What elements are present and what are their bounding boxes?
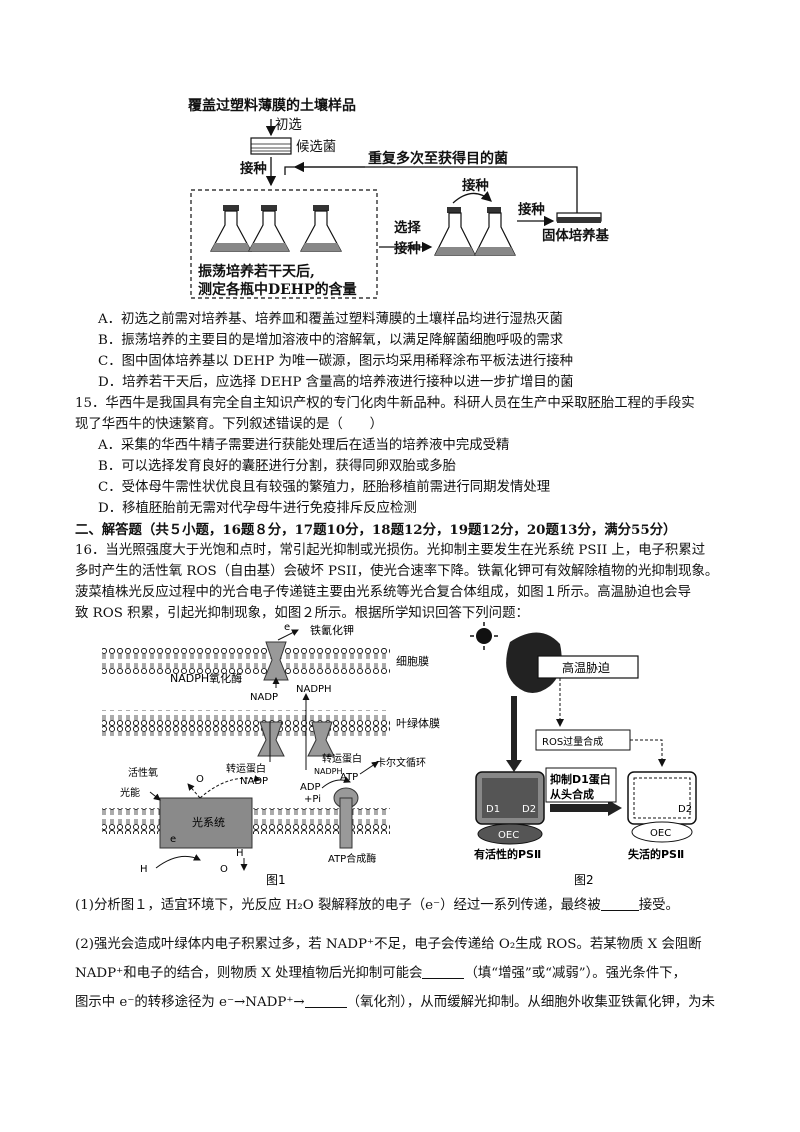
cell-membrane-layer: [102, 648, 390, 674]
atp-synthase-label: ATP合成酶: [328, 852, 376, 865]
h2o-label: H: [140, 864, 148, 875]
sun-icon: [470, 622, 498, 650]
candidate-label: 候选菌: [296, 140, 337, 155]
solid-plate-icon: [556, 212, 602, 223]
d2-label-active: D2: [522, 804, 536, 815]
d1-label: D1: [486, 804, 500, 815]
inoculate-label-4: 接种: [394, 241, 421, 257]
section-heading: 二、解答题（共５小题，16题８分，17题10分，18题12分，19题12分，20…: [75, 522, 677, 538]
calvin-cycle-label: 卡尔文循环: [376, 756, 426, 769]
cell-membrane-label: 细胞膜: [396, 655, 429, 668]
heat-stress-label: 高温胁迫: [562, 660, 610, 675]
repeat-label: 重复多次至获得目的菌: [368, 151, 508, 167]
atp-label: ATP: [340, 772, 358, 783]
d2-label-inactive: D2: [678, 804, 692, 815]
o2-bottom-label: O: [220, 864, 228, 875]
soil-sample-label: 覆盖过塑料薄膜的土壤样品: [188, 98, 356, 114]
figure-2-caption: 图2: [574, 873, 594, 887]
flask-icon: [247, 205, 291, 252]
active-psii-icon: [475, 771, 545, 845]
answer-blank[interactable]: [600, 898, 639, 911]
q14-option-c: C．图中固体培养基以 DEHP 为唯一碳源，图示均采用稀释涂布平板法进行接种: [98, 354, 574, 369]
photosystem-box: [159, 797, 253, 849]
ferricyanide-label: 铁氰化钾: [310, 623, 354, 637]
ros-overproduction-label: ROS过量合成: [542, 735, 603, 748]
chloroplast-membrane-outer: [102, 710, 390, 736]
nadp-plus-label: NADP: [250, 692, 278, 703]
nadp-plus-2-label: NADP: [240, 776, 268, 787]
figure-1-svg: e 铁氰化钾 细胞膜 NADPH氧化酶 NADP NADPH 叶绿体膜 转运蛋白…: [102, 622, 440, 887]
ros-label: 活性氧: [128, 766, 158, 779]
q16-1-question: (1)分析图１，适宜环境下，光反应 H₂O 裂解释放的电子（e⁻）经过一系列传递…: [75, 898, 679, 913]
select-label: 选择: [394, 220, 421, 236]
figure-1-caption: 图1: [266, 873, 286, 887]
transporter-right-label: 转运蛋白: [322, 752, 362, 765]
inoculate-label-2: 接种: [462, 178, 489, 194]
pi-label: +Pi: [304, 794, 321, 805]
q15-option-d: D．移植胚胎前无需对代孕母牛进行免疫排斥反应检测: [98, 501, 417, 516]
candidate-dish-icon: [250, 137, 292, 155]
figure-1: e 铁氰化钾 细胞膜 NADPH氧化酶 NADP NADPH 叶绿体膜 转运蛋白…: [100, 622, 460, 890]
shake-label-2: 测定各瓶中DEHP的含量: [198, 282, 357, 298]
inoculate-label-3: 接种: [518, 202, 545, 218]
q16-stem-1: 16．当光照强度大于光饱和点时，常引起光抑制或光损伤。光抑制主要发生在光系统 P…: [75, 543, 706, 558]
active-psii-label: 有活性的PSⅡ: [474, 847, 541, 861]
figure-2: 高温胁迫 ROS过量合成 抑制D1蛋白 从头合成 D1 D2 D2 OEC OE…: [470, 622, 710, 890]
transporter-protein-left: [257, 721, 285, 757]
inhibit-label-1: 抑制D1蛋白: [550, 772, 611, 786]
q16-stem-2: 多时产生的活性氧 ROS（自由基）会破坏 PSII，使光合速率下降。铁氰化钾可有…: [75, 564, 719, 579]
q15-option-c: C．受体母牛需性状优良且有较强的繁殖力，胚胎移植前需进行同期发情处理: [98, 480, 551, 495]
answer-blank[interactable]: [422, 966, 465, 979]
oec-label-active: OEC: [498, 830, 519, 841]
q16-2-line-2: NADP⁺和电子的结合，则物质 X 处理植物后光抑制可能会（填“增强”或“减弱”…: [75, 966, 686, 981]
flask-icon: [434, 207, 476, 256]
figure-2-svg: 高温胁迫 ROS过量合成 抑制D1蛋白 从头合成 D1 D2 D2 OEC OE…: [470, 622, 697, 887]
shake-label-1: 振荡培养若干天后,: [198, 264, 315, 280]
dehp-flow-diagram: [185, 95, 605, 305]
q16-stem-3: 菠菜植株光反应过程中的光合电子传递链主要由光系统等光合复合体组成，如图１所示。高…: [75, 585, 691, 600]
flask-icon: [474, 207, 516, 256]
solid-medium-label: 固体培养基: [542, 228, 609, 244]
inhibit-label-2: 从头合成: [550, 787, 594, 801]
nadph-small-label: NADPH: [314, 767, 342, 776]
chloroplast-membrane-label: 叶绿体膜: [396, 716, 440, 730]
transporter-left-label: 转运蛋白: [226, 762, 266, 775]
q15-stem-1: 15．华西牛是我国具有完全自主知识产权的专门化肉牛新品种。科研人员在生产中采取胚…: [75, 396, 695, 411]
atp-synthase: [333, 787, 359, 849]
light-energy-label: 光能: [120, 786, 140, 799]
q15-option-a: A．采集的华西牛精子需要进行获能处理后在适当的培养液中完成受精: [98, 438, 510, 453]
o2-label: O: [196, 774, 204, 785]
nadph-oxidase-protein: [263, 641, 289, 681]
q15-stem-2: 现了华西牛的快速繁育。下列叙述错误的是（ ）: [75, 417, 383, 432]
q16-2-line-3: 图示中 e⁻的转移途径为 e⁻→NADP⁺→（氧化剂），从而缓解光抑制。从细胞外…: [75, 995, 715, 1010]
inoculate-label-1: 接种: [240, 161, 267, 177]
flask-icon: [299, 205, 343, 252]
inhibit-box: [545, 767, 617, 803]
transporter-protein-right: [307, 721, 335, 757]
e-minus-label: e: [170, 834, 176, 845]
e-label: e: [284, 622, 290, 633]
flask-icon: [209, 205, 253, 252]
inactive-psii-label: 失活的PSⅡ: [628, 847, 684, 861]
q14-option-b: B．振荡培养的主要目的是增加溶液中的溶解氧，以满足降解菌细胞呼吸的需求: [98, 333, 564, 348]
q14-option-a: A．初选之前需对培养基、培养皿和覆盖过塑料薄膜的土壤样品均进行湿热灭菌: [98, 312, 563, 327]
q16-2-line-1: (2)强光会造成叶绿体内电子积累过多，若 NADP⁺不足，电子会传递给 O₂生成…: [75, 937, 702, 952]
q14-option-d: D．培养若干天后，应选择 DEHP 含量高的培养液进行接种以进一步扩增目的菌: [98, 375, 574, 390]
nadph-oxidase-label: NADPH氧化酶: [170, 671, 242, 685]
inactive-psii-icon: [627, 771, 697, 843]
oec-label-inactive: OEC: [650, 828, 671, 839]
initial-screen-label: 初选: [275, 118, 302, 133]
photosystem-label: 光系统: [192, 815, 225, 829]
h-plus-label: H: [236, 848, 244, 859]
q16-stem-4: 致 ROS 积累，引起光抑制现象，如图２所示。根据所学知识回答下列问题：: [75, 606, 529, 621]
heat-stress-box: [537, 655, 639, 679]
q15-option-b: B．可以选择发育良好的囊胚进行分割，获得同卵双胎或多胎: [98, 459, 456, 474]
answer-blank[interactable]: [304, 995, 347, 1008]
flow-diagram-svg: [190, 119, 602, 299]
adp-label: ADP: [300, 782, 321, 793]
nadph-label: NADPH: [296, 684, 332, 695]
